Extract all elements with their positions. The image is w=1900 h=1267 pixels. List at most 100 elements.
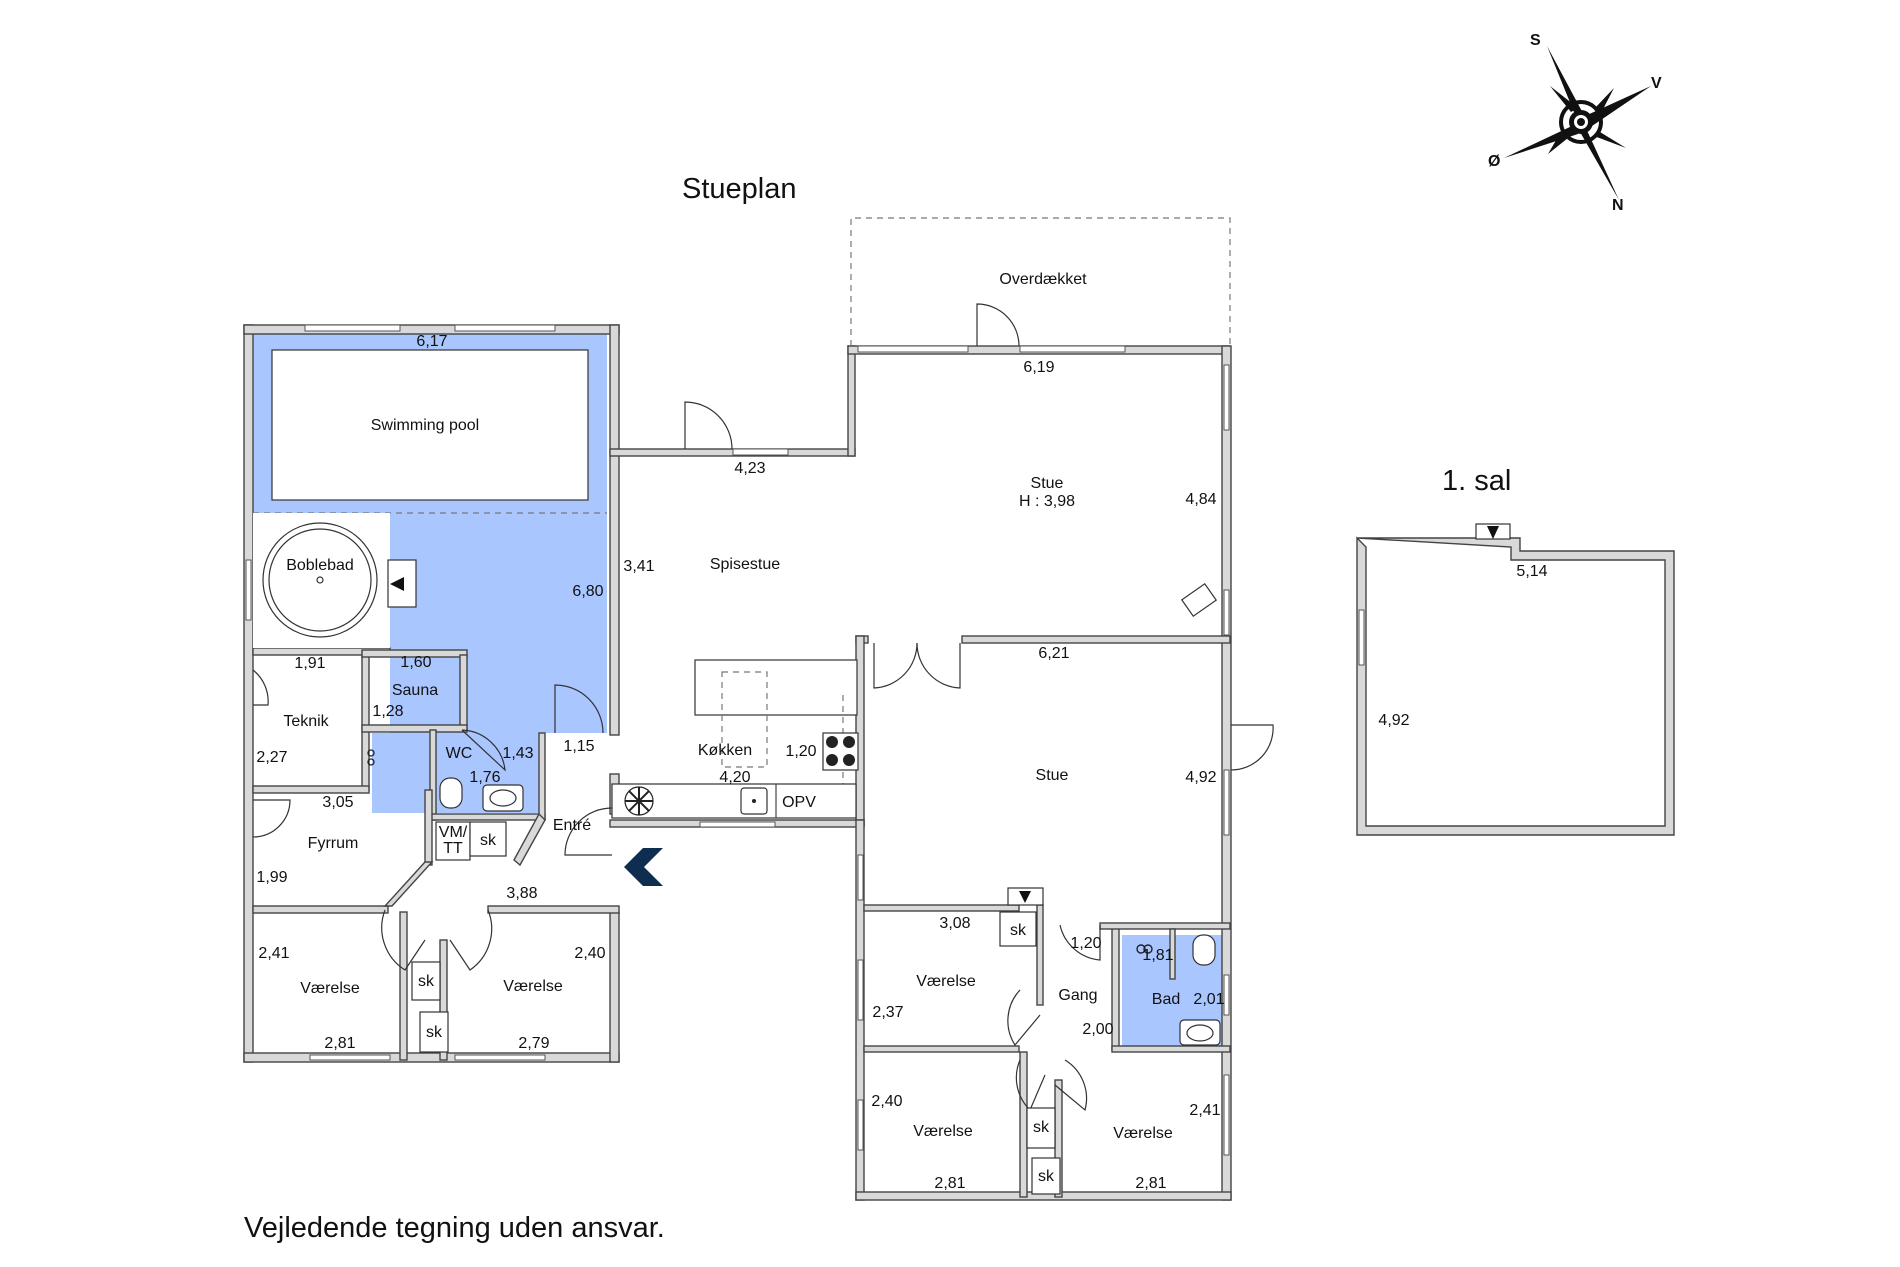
center-east-walls <box>609 345 1232 1201</box>
doors <box>252 303 1274 1112</box>
dim-bed-se-width: 2,81 <box>934 1175 965 1192</box>
wall-dining-step <box>847 345 856 457</box>
hob-burner <box>826 736 838 748</box>
fixture-label-washer-dryer-1: VM/ <box>439 824 468 841</box>
shower-head-icon <box>367 749 375 766</box>
compass-rose-icon <box>1504 46 1651 200</box>
wall-east-pool <box>609 324 620 736</box>
door-living2-east <box>1230 724 1274 771</box>
door-bath <box>1059 924 1101 961</box>
compass-east: Ø <box>1488 153 1500 170</box>
window <box>1223 974 1230 1016</box>
room-label-bedroom-sm: Værelse <box>503 978 563 995</box>
room-label-bedroom-e: Værelse <box>1113 1125 1173 1142</box>
bath-sink-bowl <box>1186 1024 1214 1042</box>
window <box>1358 609 1365 666</box>
room-label-bedroom-sw: Værelse <box>300 980 360 997</box>
door-sauna-wc <box>461 729 506 772</box>
hot-tub-step-arrow <box>390 577 404 591</box>
room-label-technical: Teknik <box>283 713 329 730</box>
swimming-pool-basin <box>271 349 589 501</box>
closet-box <box>419 1011 449 1053</box>
fixture-label-closet: sk <box>418 973 435 990</box>
ground-floor-title: Stueplan <box>682 173 797 205</box>
window <box>857 1099 864 1151</box>
wall-boiler-diagonal <box>383 861 434 907</box>
wc-sink-bowl <box>489 789 517 807</box>
dim-technical-width: 1,91 <box>294 655 325 672</box>
compass-west: V <box>1651 75 1662 92</box>
wall-bedroom-divider-1 <box>399 911 408 1061</box>
door-bed-e <box>1054 1059 1088 1112</box>
window <box>857 345 969 353</box>
window <box>245 559 252 621</box>
fixture-label-closet: sk <box>480 832 497 849</box>
wall-bedrooms-top-right <box>487 905 620 914</box>
room-label-living-1-height: H : 3,98 <box>1019 493 1075 510</box>
room-label-boiler: Fyrrum <box>308 835 359 852</box>
room-label-hall: Gang <box>1058 987 1097 1004</box>
hot-tub-drain <box>316 576 324 584</box>
dim-bath-depth: 2,01 <box>1193 991 1224 1008</box>
fixture-label-closet: sk <box>1010 922 1027 939</box>
dim-boiler-width: 3,05 <box>322 794 353 811</box>
shower-head-icon <box>1136 944 1153 954</box>
door-living-double-left <box>873 642 918 689</box>
dim-hall-width: 1,20 <box>1070 935 1101 952</box>
stair-arrow-down-icon <box>1019 891 1031 903</box>
closet-box <box>411 961 441 1001</box>
wall-east-bedrooms <box>609 911 620 1063</box>
dim-bed-sm-width: 2,79 <box>518 1035 549 1052</box>
pool-hall-lower-zone <box>390 513 607 733</box>
wall-bed-ne-south <box>863 1045 1020 1053</box>
dim-bed-se-depth: 2,40 <box>871 1093 902 1110</box>
door-entrance <box>564 807 613 856</box>
wall-sauna-east <box>459 654 468 731</box>
dim-bed-e-depth: 2,41 <box>1189 1102 1220 1119</box>
entrance-marker-icon <box>624 848 663 886</box>
dim-hall-length: 2,00 <box>1082 1021 1113 1038</box>
living-fireplace <box>1180 582 1218 618</box>
wall-bath-top <box>1099 922 1231 930</box>
closet-box <box>1026 1107 1056 1149</box>
door-bed-ne <box>1007 989 1041 1047</box>
dim-bed-sm-depth: 2,40 <box>574 945 605 962</box>
dim-sauna-depth: 1,28 <box>372 703 403 720</box>
dim-pool-hall-width: 6,17 <box>416 333 447 350</box>
dim-sauna-width: 1,60 <box>400 654 431 671</box>
window <box>732 448 789 456</box>
wall-boiler-east <box>424 789 433 866</box>
room-label-sauna: Sauna <box>392 682 438 699</box>
dim-bed-e-width: 2,81 <box>1135 1175 1166 1192</box>
window <box>857 854 864 901</box>
wall-south-left <box>243 1052 620 1063</box>
dim-bed-sw-width: 2,81 <box>324 1035 355 1052</box>
wall-bed-ne-top <box>863 904 1020 912</box>
room-label-swimming-pool: Swimming pool <box>371 417 479 434</box>
dim-dining-depth: 3,41 <box>623 558 654 575</box>
window <box>1019 345 1126 353</box>
closet-box <box>999 911 1037 947</box>
dim-bed-ne-width: 3,08 <box>939 915 970 932</box>
compass-south: S <box>1530 32 1541 49</box>
window <box>454 324 556 332</box>
compass-north: N <box>1612 197 1624 214</box>
closet-box <box>1031 1157 1061 1195</box>
dim-passage-width: 1,15 <box>563 738 594 755</box>
wall-bed-se-east <box>1019 1051 1028 1198</box>
wc-toilet-seat <box>439 777 463 809</box>
room-label-wc: WC <box>446 745 473 762</box>
entrance-closet-box <box>469 821 507 857</box>
disclaimer-text: Vejledende tegning uden ansvar. <box>244 1212 665 1244</box>
stair-arrow-down-icon <box>1487 526 1499 539</box>
kitchen-sink-drain <box>752 799 756 803</box>
dim-kitchen-depth: 1,20 <box>785 743 816 760</box>
dim-bed-sw-depth: 2,41 <box>258 945 289 962</box>
fixture-label-washer-dryer-2: TT <box>443 840 463 857</box>
windows <box>245 324 1230 1156</box>
dim-technical-depth: 2,27 <box>256 749 287 766</box>
window <box>1223 589 1230 636</box>
dim-boiler-depth: 1,99 <box>256 869 287 886</box>
wall-technical-south <box>252 785 370 794</box>
